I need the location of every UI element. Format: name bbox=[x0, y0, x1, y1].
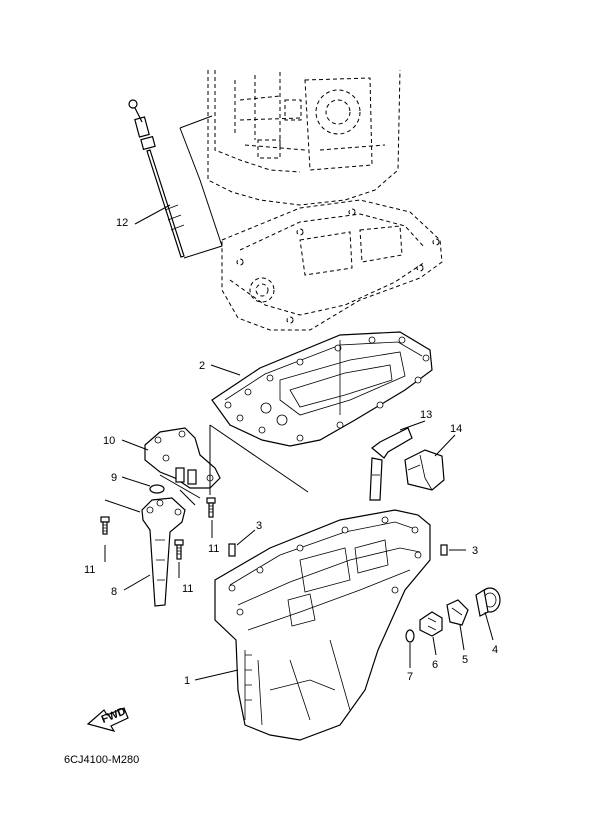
gasket-washer-part bbox=[405, 629, 415, 643]
o-ring-part bbox=[149, 484, 165, 494]
drain-plug-part bbox=[419, 611, 443, 637]
callout-11-right: 11 bbox=[208, 543, 219, 555]
fwd-arrow-icon: FWD bbox=[86, 705, 129, 732]
callout-4: 4 bbox=[492, 644, 498, 656]
bolt-part-b bbox=[174, 539, 184, 560]
callout-10: 10 bbox=[103, 435, 115, 447]
hose-clamp-part bbox=[446, 599, 469, 626]
dowel-pin-part-a bbox=[228, 543, 236, 557]
cylinder-block-outline bbox=[207, 69, 401, 206]
dowel-pin-part-b bbox=[440, 544, 448, 556]
oil-strainer-bracket-part bbox=[144, 427, 221, 489]
callout-8: 8 bbox=[111, 586, 117, 598]
bolt-part-c bbox=[206, 497, 216, 518]
oil-strainer-pipe-part bbox=[141, 497, 186, 607]
callout-9: 9 bbox=[111, 472, 117, 484]
gasket-part bbox=[211, 331, 433, 447]
oil-pan-part bbox=[214, 509, 431, 741]
clip-part bbox=[404, 449, 445, 491]
callout-13: 13 bbox=[420, 409, 432, 421]
upper-casing-plate-outline bbox=[221, 199, 443, 331]
callout-3-right: 3 bbox=[472, 545, 478, 557]
callout-6: 6 bbox=[432, 659, 438, 671]
callout-1: 1 bbox=[184, 675, 190, 687]
callout-5: 5 bbox=[462, 654, 468, 666]
diagram-caption: 6CJ4100-M280 bbox=[64, 754, 139, 766]
callout-11-middle: 11 bbox=[182, 583, 193, 595]
callout-3-left: 3 bbox=[256, 520, 262, 532]
callout-2: 2 bbox=[199, 360, 205, 372]
bolt-part-a bbox=[100, 516, 110, 535]
callout-7: 7 bbox=[407, 671, 413, 683]
dipstick-part bbox=[128, 99, 185, 258]
callout-11-left: 11 bbox=[84, 564, 95, 576]
callout-14: 14 bbox=[450, 423, 462, 435]
callout-12: 12 bbox=[116, 217, 128, 229]
hose-part bbox=[369, 427, 413, 501]
fitting-part bbox=[475, 587, 501, 617]
